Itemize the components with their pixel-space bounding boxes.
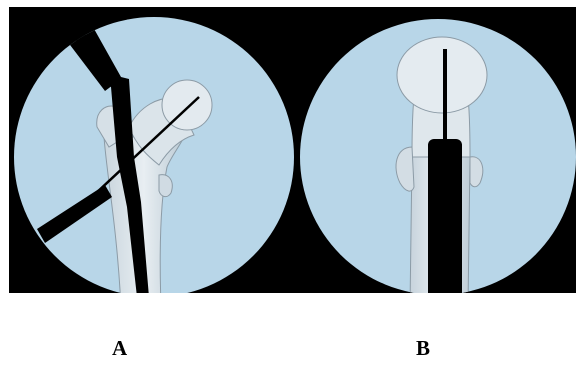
panel-a-image xyxy=(9,7,300,293)
panel-b-caption: B xyxy=(416,338,430,359)
panel-a-caption: A xyxy=(112,338,127,359)
drill-sleeve-b xyxy=(428,139,462,293)
panel-b-image xyxy=(300,7,576,293)
panel-b-figure xyxy=(300,7,576,293)
panel-a-figure xyxy=(9,7,300,293)
